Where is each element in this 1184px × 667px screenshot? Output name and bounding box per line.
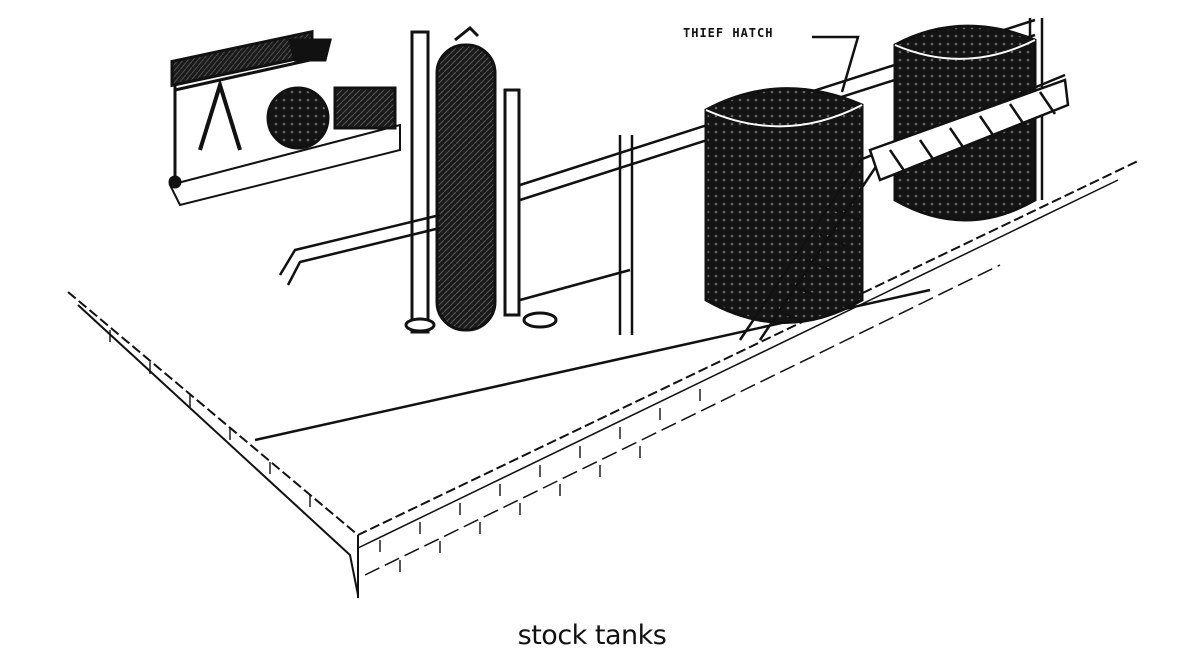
thief-hatch-label: THIEF HATCH [683,26,774,40]
figure-caption: stock tanks [517,620,667,651]
thief-hatch-leader [812,35,860,93]
stock-tank-1 [704,87,864,324]
separator-vessel [404,25,558,334]
pump-jack-icon [168,29,401,207]
firewall-berm [67,159,1141,598]
catwalk-truss [738,73,1070,341]
